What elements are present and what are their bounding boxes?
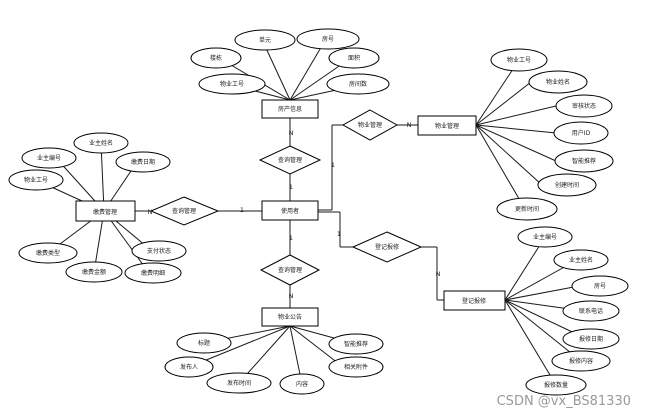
card-rel-user-top: 1 — [289, 183, 293, 191]
attr-repair-owner-name: 业主姓名 — [569, 256, 593, 264]
entity-user: 使用者 — [261, 200, 319, 221]
admin-attributes — [490, 48, 614, 221]
attr-repair-roomno: 房号 — [594, 282, 606, 290]
card-user-repair: 1 — [337, 230, 341, 238]
relationship-manage-top: 查询管理 — [258, 145, 322, 175]
attr-publisher: 发布人 — [180, 363, 198, 371]
attr-repair-content: 报修内容 — [569, 357, 593, 365]
relationship-manage-bottom: 查询管理 — [259, 254, 321, 286]
svg-text:查询管理: 查询管理 — [278, 266, 302, 274]
attr-rooms: 房间数 — [349, 80, 367, 88]
card-repair-in: N — [436, 270, 441, 278]
attr-updated: 更新时间 — [515, 205, 539, 213]
fee-attributes — [8, 132, 187, 284]
svg-text:查询管理: 查询管理 — [172, 207, 196, 215]
entity-room-label: 房产信息 — [278, 105, 302, 113]
card-fee-rel: N — [148, 208, 153, 216]
attr-repair-date: 报修日期 — [579, 335, 603, 343]
attr-uid: 用户ID — [572, 129, 591, 137]
attr-repair-owner-no: 业主编号 — [533, 233, 557, 241]
attr-repair-count: 报修数量 — [544, 381, 568, 389]
entity-repair-label: 登记报修 — [462, 297, 486, 305]
entity-room: 房产信息 — [261, 99, 319, 119]
attr-phone: 联系电话 — [579, 307, 603, 315]
room-attributes — [190, 28, 390, 95]
attr-building: 楼栋 — [210, 54, 222, 62]
card-rel-user-left: 1 — [240, 206, 244, 214]
relationship-manage-left: 查询管理 — [149, 196, 220, 226]
attr-publish-time: 发布时间 — [227, 379, 251, 387]
attr-unit: 单元 — [259, 36, 271, 44]
repair-attributes — [517, 226, 629, 396]
attr-admin-name: 物业姓名 — [546, 78, 570, 86]
svg-text:查询管理: 查询管理 — [278, 156, 302, 164]
attr-fee-owner-name: 业主姓名 — [89, 139, 113, 147]
attr-attach: 相关附件 — [344, 363, 368, 371]
attr-fee-owner-no: 业主编号 — [37, 154, 61, 162]
attr-notice-content: 内容 — [296, 380, 308, 388]
entity-fee-label: 缴费管理 — [93, 208, 117, 216]
entity-admin: 物业管理 — [417, 115, 477, 136]
attr-detail: 缴费明细 — [141, 269, 165, 277]
attr-fee-type: 缴费类型 — [36, 249, 60, 257]
entity-user-label: 使用者 — [281, 207, 299, 215]
card-user-bottom: 1 — [289, 234, 293, 242]
card-room-rel: N — [289, 129, 294, 137]
entity-repair: 登记报修 — [443, 290, 506, 311]
attr-created: 创建时间 — [555, 181, 579, 189]
card-admin-rel: N — [407, 121, 412, 129]
cardinality-labels: N 1 N 1 N 1 1 N 1 N — [148, 121, 441, 300]
attr-room-staff-no: 物业工号 — [220, 80, 244, 88]
entity-admin-label: 物业管理 — [435, 122, 459, 130]
card-notice-rel: N — [289, 292, 294, 300]
notice-attributes — [164, 332, 384, 395]
attr-amount: 缴费金额 — [82, 268, 106, 276]
attr-fee-date: 缴费日期 — [131, 158, 155, 166]
entity-notice-label: 物业公告 — [278, 313, 302, 321]
attr-area: 面积 — [348, 54, 360, 62]
attr-admin-smart: 智能推荐 — [572, 157, 596, 165]
attr-roomno: 房号 — [322, 35, 334, 43]
attr-fee-staff-no: 物业工号 — [24, 176, 48, 184]
attr-pay-state: 支付状态 — [147, 247, 171, 255]
relationship-repair: 登记报修 — [351, 231, 423, 263]
svg-text:登记报修: 登记报修 — [375, 243, 399, 251]
svg-text:物业管理: 物业管理 — [358, 121, 382, 129]
attr-audit: 审核状态 — [572, 102, 596, 110]
entity-notice: 物业公告 — [261, 307, 319, 327]
card-rel-user-right: 1 — [331, 161, 335, 169]
relationship-manage-right: 物业管理 — [341, 109, 399, 141]
entity-fee: 缴费管理 — [75, 200, 136, 222]
attr-notice-smart: 智能推荐 — [344, 340, 368, 348]
watermark: CSDN @vx_BS81330 — [496, 394, 631, 409]
attr-title: 标题 — [198, 339, 210, 347]
attr-admin-staff-no: 物业工号 — [507, 56, 531, 64]
